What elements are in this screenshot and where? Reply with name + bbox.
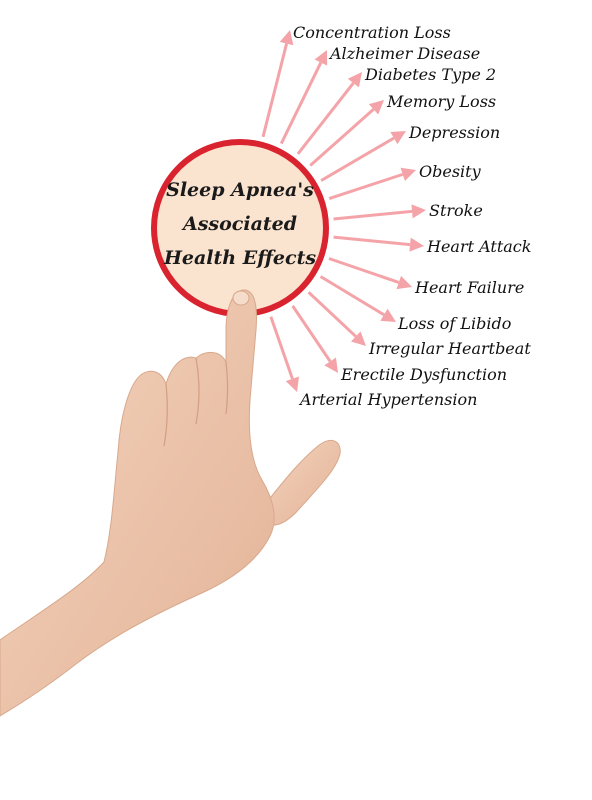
center-circle: Sleep Apnea's Associated Health Effects	[151, 139, 329, 317]
finger-crease-3	[225, 361, 229, 415]
effect-label-6: Obesity	[419, 162, 482, 181]
arrow-shaft	[269, 316, 294, 380]
arrow-shaft	[296, 82, 355, 155]
arrow-head	[314, 50, 328, 66]
arrow-head	[279, 30, 294, 46]
arrow-shaft	[319, 275, 385, 317]
effect-label-2: Alzheimer Disease	[328, 44, 480, 63]
arrow-4	[309, 100, 384, 167]
arrow-7	[333, 204, 426, 221]
arrow-head	[324, 357, 338, 373]
arrow-shaft	[328, 172, 404, 201]
arrow-8	[333, 235, 424, 252]
arrow-head	[285, 376, 300, 392]
arrow-shaft	[333, 235, 411, 247]
center-title-line-3: Health Effects	[163, 247, 316, 269]
arrow-13	[269, 316, 300, 392]
arrow-head	[350, 331, 366, 346]
arrow-5	[320, 131, 406, 182]
arrow-shaft	[309, 108, 375, 167]
arrow-12	[291, 305, 338, 373]
arrow-head	[409, 237, 424, 252]
arrow-head	[380, 308, 396, 322]
effect-label-12: Erectile Dysfunction	[340, 365, 507, 384]
arrow-2	[279, 50, 328, 145]
effect-label-13: Arterial Hypertension	[298, 390, 477, 409]
arrow-9	[328, 257, 412, 290]
index-fingernail	[232, 290, 250, 306]
center-title-line-1: Sleep Apnea's	[166, 179, 314, 201]
effect-label-4: Memory Loss	[386, 92, 496, 111]
arrow-shaft	[307, 291, 357, 338]
hand-palm	[0, 289, 275, 717]
hand-thumb	[261, 439, 341, 526]
arrow-head	[347, 72, 362, 88]
arrow-head	[390, 131, 406, 145]
effect-label-7: Stroke	[429, 201, 483, 220]
arrow-11	[307, 291, 366, 346]
effect-label-3: Diabetes Type 2	[364, 65, 496, 84]
arrows-group	[261, 30, 426, 392]
arrow-3	[296, 72, 362, 155]
arrow-6	[328, 167, 416, 201]
effect-label-5: Depression	[408, 123, 500, 142]
finger-crease-2	[195, 357, 200, 425]
arrow-1	[261, 30, 294, 138]
arrow-head	[411, 204, 426, 219]
arrow-head	[396, 275, 412, 290]
arrow-shaft	[328, 257, 400, 284]
arrow-shaft	[333, 209, 413, 221]
center-title-line-2: Associated	[181, 213, 297, 235]
effect-label-1: Concentration Loss	[293, 23, 451, 42]
effect-label-11: Irregular Heartbeat	[368, 339, 531, 358]
arrow-shaft	[261, 43, 289, 138]
pointing-hand-image	[0, 289, 341, 717]
arrow-head	[368, 100, 384, 115]
arrow-10	[319, 275, 396, 322]
effect-label-8: Heart Attack	[426, 237, 531, 256]
effect-label-10: Loss of Libido	[397, 314, 511, 333]
arrow-shaft	[320, 136, 395, 182]
arrow-shaft	[291, 305, 332, 363]
effect-label-9: Heart Failure	[414, 278, 524, 297]
arrow-shaft	[279, 61, 323, 145]
finger-crease-1	[163, 383, 168, 447]
arrow-head	[400, 167, 416, 182]
